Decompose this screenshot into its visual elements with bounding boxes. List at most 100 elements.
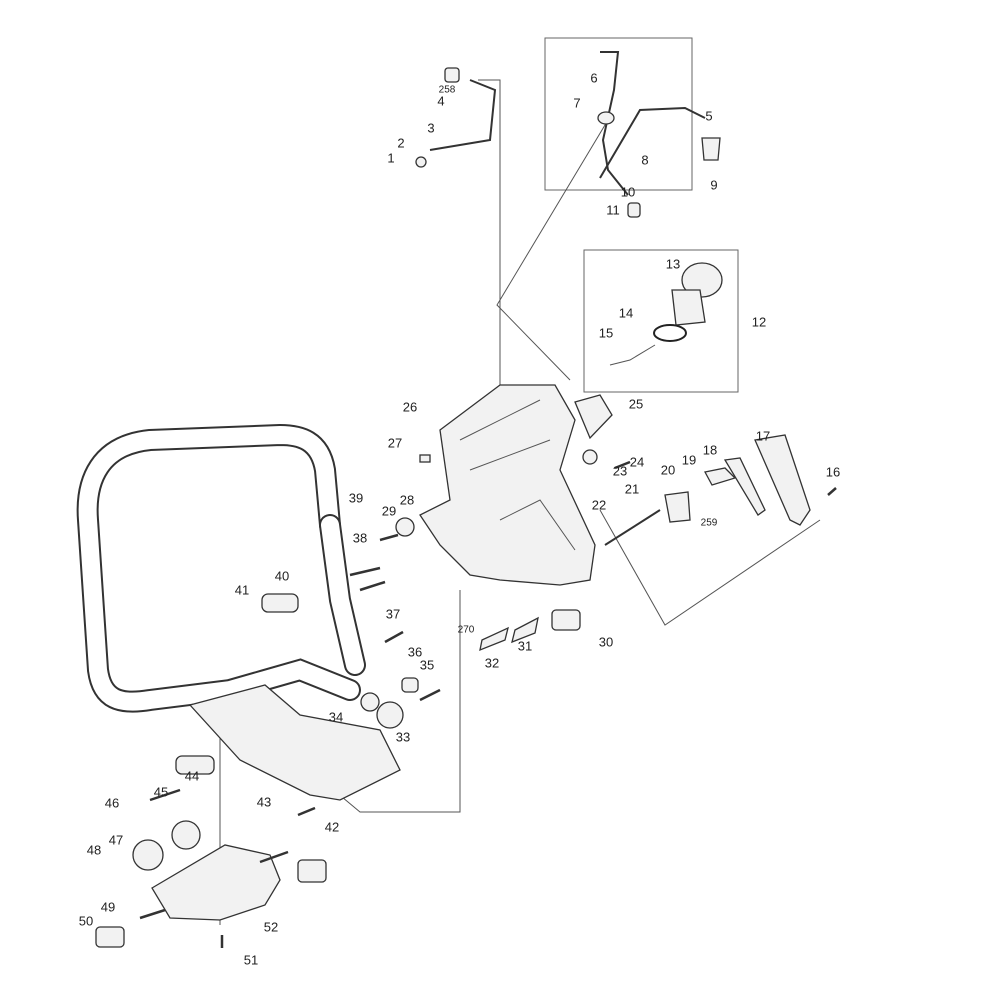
ring-34-part: [360, 692, 380, 712]
bracket-21-part: [664, 491, 691, 523]
callout-label[interactable]: 2: [397, 135, 405, 151]
callout-label[interactable]: 3: [427, 120, 435, 136]
mount-50-part: [95, 926, 125, 948]
callout-label[interactable]: 19: [681, 452, 697, 468]
rod-22-part: [604, 509, 661, 546]
callout-label[interactable]: 46: [104, 795, 120, 811]
callout-label[interactable]: 14: [618, 305, 634, 321]
callout-label[interactable]: 7: [573, 95, 581, 111]
callout-label[interactable]: 37: [385, 606, 401, 622]
rear-handle-17-part: [754, 434, 811, 526]
callout-label[interactable]: 31: [517, 638, 533, 654]
callout-label[interactable]: 52: [263, 919, 279, 935]
leader-line: [478, 79, 501, 400]
spring-41-part: [261, 593, 299, 613]
hose-8-part: [599, 106, 706, 179]
filter-11-part: [627, 202, 641, 218]
cap-holder-25-part: [574, 394, 613, 440]
damper-36-part: [401, 677, 419, 693]
callout-label[interactable]: 6: [590, 70, 598, 86]
primer-9-part: [701, 137, 721, 161]
tank-housing-26-part: [419, 384, 596, 586]
callout-label[interactable]: 270: [457, 624, 475, 636]
callout-label[interactable]: 27: [387, 435, 403, 451]
callout-label[interactable]: 259: [700, 517, 718, 529]
callout-label[interactable]: 34: [328, 709, 344, 725]
part-30: [551, 609, 581, 631]
lower-housing-52-part: [151, 844, 281, 921]
callout-label[interactable]: 28: [399, 492, 415, 508]
callout-label[interactable]: 43: [256, 794, 272, 810]
callout-label[interactable]: 10: [620, 184, 636, 200]
leader-line: [496, 119, 609, 381]
callout-label[interactable]: 50: [78, 913, 94, 929]
o-ring-14-part: [653, 324, 687, 342]
front-handle-fill: [78, 425, 359, 711]
strap-15-part: [609, 344, 656, 366]
clamp-part: [415, 156, 427, 168]
plate-43-part: [188, 684, 401, 801]
callout-label[interactable]: 11: [606, 202, 620, 218]
cap-13-part: [681, 262, 723, 298]
clip-27-part: [419, 454, 431, 463]
callout-label[interactable]: 15: [598, 325, 614, 341]
callout-label[interactable]: 39: [348, 490, 364, 506]
callout-label[interactable]: 44: [184, 768, 200, 784]
callout-label[interactable]: 24: [629, 454, 645, 470]
callout-label[interactable]: 4: [437, 93, 445, 109]
spring-44-part: [175, 755, 215, 775]
callout-label[interactable]: 35: [419, 657, 435, 673]
grommet-7-part: [597, 111, 615, 125]
callout-label[interactable]: 51: [243, 952, 259, 968]
callout-label[interactable]: 258: [438, 84, 456, 96]
callout-label[interactable]: 49: [100, 899, 116, 915]
callout-label[interactable]: 48: [86, 842, 102, 858]
callout-label[interactable]: 18: [702, 442, 718, 458]
callout-label[interactable]: 12: [751, 314, 767, 330]
housing-detail: [459, 399, 576, 551]
throttle-19-part: [704, 467, 737, 486]
handle-leg-fill: [321, 516, 364, 674]
callout-label[interactable]: 30: [598, 634, 614, 650]
callout-label[interactable]: 13: [665, 256, 681, 272]
callout-label[interactable]: 21: [624, 481, 640, 497]
callout-label[interactable]: 25: [628, 396, 644, 412]
callout-label[interactable]: 16: [825, 464, 841, 480]
callout-label[interactable]: 40: [274, 568, 290, 584]
callout-label[interactable]: 42: [324, 819, 340, 835]
callout-label[interactable]: 29: [381, 503, 397, 519]
damper-28-part: [395, 517, 415, 537]
label-31-part: [511, 616, 539, 644]
callout-label[interactable]: 33: [395, 729, 411, 745]
leader-line: [599, 509, 821, 626]
callout-label[interactable]: 41: [234, 582, 250, 598]
fuel-filter-part: [444, 67, 460, 83]
callout-label[interactable]: 8: [641, 152, 649, 168]
damper-23-part: [582, 449, 598, 465]
callout-label[interactable]: 9: [710, 177, 718, 193]
cap-body-part: [671, 289, 706, 326]
callout-label[interactable]: 23: [612, 463, 628, 479]
callout-label[interactable]: 36: [407, 644, 423, 660]
pulley-47-part: [132, 839, 164, 871]
label-32-part: [479, 626, 509, 652]
group-box-12: [583, 249, 739, 393]
screws: [139, 460, 837, 948]
callout-label[interactable]: 1: [387, 150, 395, 166]
fuel-hose-part: [429, 79, 497, 151]
pulley-part: [171, 820, 201, 850]
mount-part: [297, 859, 327, 883]
callout-label[interactable]: 20: [660, 462, 676, 478]
callout-label[interactable]: 26: [402, 399, 418, 415]
clamp-33-part: [376, 701, 404, 729]
callout-label[interactable]: 5: [705, 108, 713, 124]
callout-label[interactable]: 22: [591, 497, 607, 513]
callout-label[interactable]: 47: [108, 832, 124, 848]
callout-label[interactable]: 17: [755, 428, 771, 444]
callout-label[interactable]: 32: [484, 655, 500, 671]
callout-label[interactable]: 38: [352, 530, 368, 546]
callout-label[interactable]: 45: [153, 784, 169, 800]
front-handle-39-part: [76, 423, 361, 713]
